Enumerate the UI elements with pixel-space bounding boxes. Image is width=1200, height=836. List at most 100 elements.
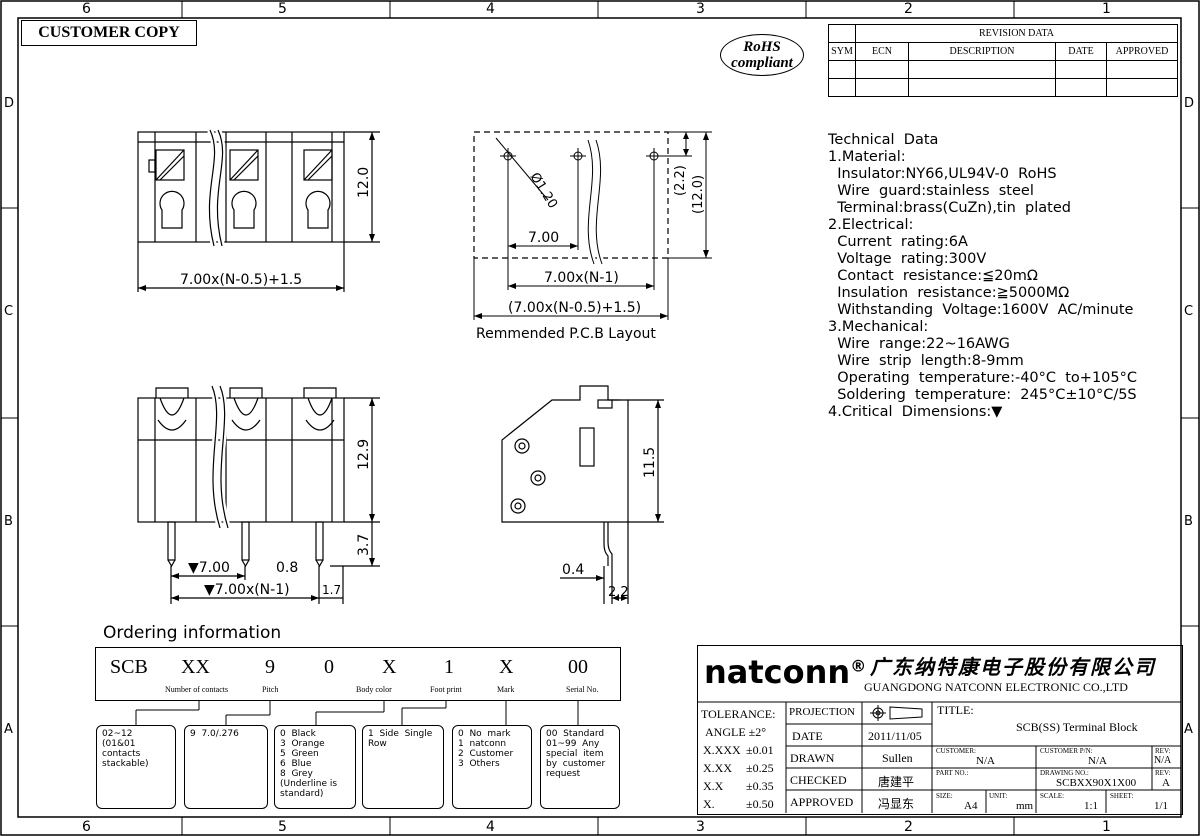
dim-front-pin-len: 3.7	[356, 534, 372, 556]
tech-line: Current rating:6A	[828, 234, 968, 250]
rev-label-2: REV:	[1155, 769, 1171, 777]
approved-label: APPROVED	[790, 795, 854, 809]
tol-val: ±0.25	[746, 761, 774, 775]
zone-labels-top: 6 5 4 3 2 1	[0, 0, 1200, 18]
rohs-line1: RoHS	[743, 39, 781, 55]
technical-data: Technical Data 1.Material: Insulator:NY6…	[828, 132, 1137, 421]
zone-col: 1	[1102, 819, 1111, 835]
drawn-value: Sullen	[882, 751, 913, 765]
tech-line: Withstanding Voltage:1600V AC/minute	[828, 302, 1134, 318]
zone-col: 6	[82, 819, 91, 835]
date-value: 2011/11/05	[868, 729, 922, 743]
rev-value-1: N/A	[1154, 755, 1172, 766]
tech-line: 2.Electrical:	[828, 217, 914, 233]
zone-col: 3	[696, 1, 705, 17]
drawn-label: DRAWN	[790, 751, 835, 765]
option-mark: 0 No mark 1 natconn 2 Customer 3 Others	[452, 725, 532, 809]
tolerance-label: TOLERANCE:	[701, 707, 776, 721]
unit-label: UNIT:	[989, 792, 1008, 800]
drawing-title: SCB(SS) Terminal Block	[1016, 720, 1138, 734]
part-no-label: PART NO.:	[936, 769, 969, 777]
ordering-leaders	[135, 700, 579, 725]
zone-row: D	[4, 96, 15, 111]
dim-front-pin-off: 1.7	[322, 583, 341, 597]
approved-value: 冯显东	[878, 797, 915, 811]
order-label: Mark	[497, 685, 515, 694]
brand-name: natconn	[704, 653, 851, 691]
order-label: Number of contacts	[165, 685, 229, 694]
zone-col: 4	[486, 1, 495, 17]
tol-key: X.XX	[703, 761, 732, 775]
dim-pcb-h1: (2.2)	[673, 165, 688, 196]
tol-key: X.	[703, 797, 715, 811]
tol-key: X.X	[703, 779, 724, 793]
company-cn: 广东纳特康电子股份有限公司	[870, 655, 1156, 679]
dim-top-width: 7.00x(N-0.5)+1.5	[180, 272, 302, 288]
zone-col: 5	[278, 1, 287, 17]
dim-side-pin: 0.4	[562, 562, 584, 578]
title-label: TITLE:	[937, 703, 974, 717]
title-block	[697, 645, 1183, 815]
tol-val: ±0.50	[746, 797, 774, 811]
dim-front-pin-w: 0.8	[276, 560, 298, 576]
size-label: SIZE:	[936, 792, 953, 800]
scale-value: 1:1	[1084, 800, 1099, 812]
company-en: GUANGDONG NATCONN ELECTRONIC CO.,LTD	[864, 680, 1128, 694]
tech-line: Technical Data	[828, 132, 939, 148]
option-pitch: 9 7.0/.276	[184, 725, 268, 809]
side-view	[501, 385, 664, 604]
tech-line: 1.Material:	[828, 149, 906, 165]
zone-col: 2	[904, 1, 913, 17]
dim-side-height: 11.5	[642, 447, 658, 478]
drawing-no-label: DRAWING NO.:	[1040, 769, 1089, 777]
zone-col: 6	[82, 1, 91, 17]
rev-value-2: A	[1162, 777, 1170, 789]
zone-row: C	[4, 304, 14, 319]
checked-value: 唐建平	[878, 775, 915, 789]
pcb-caption: Remmended P.C.B Layout	[476, 326, 656, 342]
dim-top-height: 12.0	[356, 167, 372, 198]
dim-pcb-total: (7.00x(N-0.5)+1.5)	[508, 300, 641, 316]
tech-line: Voltage rating:300V	[828, 251, 987, 267]
order-label: Serial No.	[566, 685, 599, 694]
zone-row: B	[4, 514, 13, 529]
date-label: DATE	[792, 729, 823, 743]
tech-line: Insulator:NY66,UL94V-0 RoHS	[828, 166, 1057, 182]
customer-value: N/A	[976, 755, 995, 767]
tech-line: Wire range:22~16AWG	[828, 336, 1010, 352]
order-code: 0	[324, 656, 334, 678]
zone-row: B	[1184, 514, 1193, 529]
size-value: A4	[964, 800, 978, 812]
option-body-color: 0 Black 3 Orange 5 Green 6 Blue 8 Grey (…	[274, 725, 356, 809]
zone-col: 5	[278, 819, 287, 835]
zone-col: 2	[904, 819, 913, 835]
customer-copy-stamp: CUSTOMER COPY	[21, 20, 197, 46]
unit-value: mm	[1016, 800, 1034, 812]
zone-labels-bottom: 6 5 4 3 2 1	[0, 818, 1200, 836]
option-foot-print: 1 Side Single Row	[362, 725, 444, 809]
tech-line: 4.Critical Dimensions:▼	[828, 404, 1003, 420]
dim-front-height: 12.9	[356, 439, 372, 470]
dim-pcb-h2: (12.0)	[691, 175, 706, 214]
dim-front-span: ▼7.00x(N-1)	[204, 582, 290, 598]
checked-label: CHECKED	[790, 773, 847, 787]
sheet-value: 1/1	[1154, 800, 1169, 812]
tech-line: Contact resistance:≦20mΩ	[828, 268, 1038, 284]
tech-line: Soldering temperature: 245°C±10°C/5S	[828, 387, 1137, 403]
order-code: 9	[265, 656, 275, 678]
rohs-stamp: RoHS compliant	[720, 34, 804, 76]
tech-line: Wire guard:stainless steel	[828, 183, 1034, 199]
ordering-title: Ordering information	[103, 623, 282, 643]
tech-line: Operating temperature:-40°C to+105°C	[828, 370, 1137, 386]
rohs-line2: compliant	[731, 55, 793, 71]
tech-line: Terminal:brass(CuZn),tin plated	[828, 200, 1071, 216]
customer-pn-value: N/A	[1088, 755, 1107, 767]
order-code: X	[382, 656, 397, 678]
zone-col: 4	[486, 819, 495, 835]
projection-label: PROJECTION	[789, 706, 856, 718]
tech-line: 3.Mechanical:	[828, 319, 929, 335]
dim-pcb-span: 7.00x(N-1)	[544, 270, 619, 286]
order-label: Pitch	[262, 685, 279, 694]
